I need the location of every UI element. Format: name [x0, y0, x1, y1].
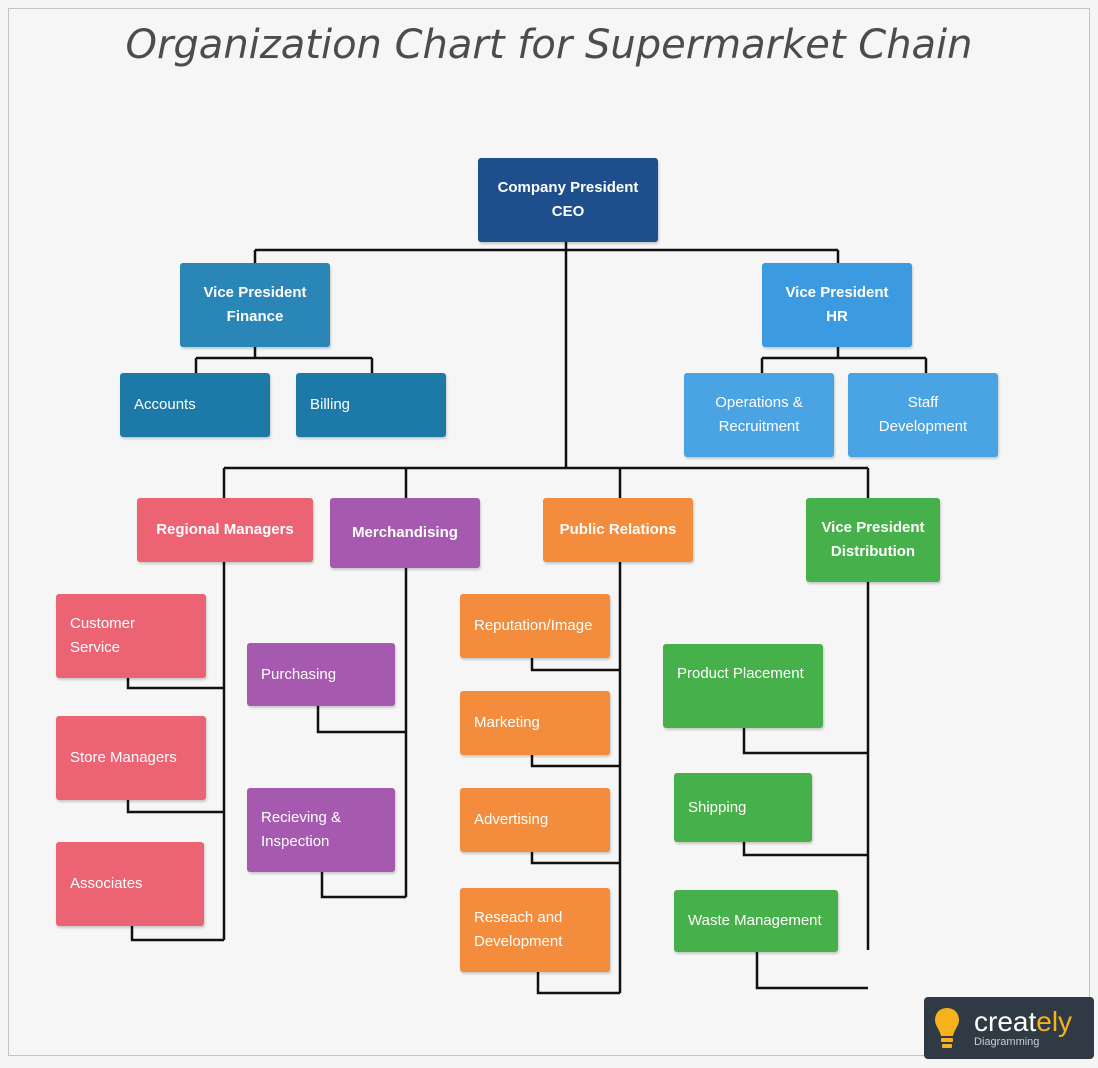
node-operations-recruitment: Operations & Recruitment	[684, 373, 834, 457]
node-line: Development	[878, 418, 968, 435]
node-line: Inspection	[261, 833, 330, 850]
node-purchasing: Purchasing	[247, 643, 395, 706]
node-line: Merchandising	[352, 524, 458, 541]
node-billing: Billing	[296, 373, 446, 437]
node-vp-distribution: Vice President Distribution	[806, 498, 940, 582]
node-store-managers: Store Managers	[56, 716, 206, 800]
node-line: Recruitment	[718, 418, 800, 435]
node-research-development: Reseach and Development	[460, 888, 610, 972]
page-title: Organization Chart for Supermarket Chain	[125, 22, 973, 68]
logo-subtitle: Diagramming	[974, 1036, 1040, 1048]
node-receiving-inspection: Recieving & Inspection	[247, 788, 395, 872]
node-line: Development	[474, 933, 563, 950]
node-line: Company President	[497, 179, 639, 196]
node-line: Vice President	[203, 284, 307, 301]
node-line: Associates	[70, 875, 143, 892]
node-accounts: Accounts	[120, 373, 270, 437]
node-line: Purchasing	[261, 665, 337, 683]
creately-logo: creately Diagramming	[924, 997, 1094, 1059]
node-product-placement: Product Placement	[663, 644, 823, 728]
node-line: Marketing	[474, 714, 540, 731]
node-line: Distribution	[830, 543, 916, 560]
node-line: Shipping	[688, 798, 747, 816]
connector-hr	[760, 346, 928, 374]
node-company-president: Company President CEO	[478, 158, 658, 242]
node-line: Public Relations	[559, 521, 677, 538]
node-waste-management: Waste Management	[674, 890, 838, 952]
node-reputation-image: Reputation/Image	[460, 594, 610, 658]
node-line: Accounts	[134, 396, 196, 413]
node-line: Reseach and	[474, 909, 563, 926]
connector-finance	[194, 346, 374, 374]
node-line: Finance	[226, 308, 284, 325]
node-vp-hr: Vice President HR	[762, 263, 912, 347]
node-line: Advertising	[474, 811, 549, 828]
connector-dist	[742, 582, 870, 990]
connector-vp-bar	[253, 248, 840, 264]
node-line: CEO	[551, 203, 585, 220]
node-line: Service	[70, 639, 121, 656]
logo-name-accent: ely	[1036, 1006, 1073, 1037]
node-line: Customer	[70, 615, 136, 632]
node-line: Product Placement	[677, 665, 804, 682]
node-line: Store Managers	[70, 749, 177, 766]
node-regional-managers: Regional Managers	[137, 498, 313, 562]
node-line: Staff	[907, 394, 939, 411]
node-advertising: Advertising	[460, 788, 610, 852]
node-customer-service: Customer Service	[56, 594, 206, 678]
node-associates: Associates	[56, 842, 204, 926]
node-line: Reputation/Image	[474, 617, 593, 634]
node-line: Vice President	[821, 519, 925, 536]
node-line: Operations &	[715, 394, 803, 411]
node-line: Regional Managers	[156, 521, 294, 538]
node-staff-development: Staff Development	[848, 373, 998, 457]
connector-dept-bar	[222, 466, 870, 498]
logo-name-main: creat	[974, 1006, 1037, 1037]
node-merchandising: Merchandising	[330, 498, 480, 568]
connector-merch	[316, 568, 408, 899]
node-line: Waste Management	[688, 912, 822, 929]
connector-pr	[530, 560, 622, 995]
node-line: Vice President	[785, 284, 889, 301]
node-public-relations: Public Relations	[543, 498, 693, 562]
node-line: Billing	[310, 396, 351, 413]
node-vp-finance: Vice President Finance	[180, 263, 330, 347]
node-marketing: Marketing	[460, 691, 610, 755]
node-line: HR	[826, 308, 848, 325]
logo-text: creately Diagramming	[974, 1008, 1072, 1049]
logo-name: creately	[974, 1008, 1072, 1036]
connector-regional	[126, 562, 226, 942]
lightbulb-icon	[930, 1001, 964, 1055]
node-line: Recieving &	[261, 809, 342, 826]
node-shipping: Shipping	[674, 773, 812, 842]
